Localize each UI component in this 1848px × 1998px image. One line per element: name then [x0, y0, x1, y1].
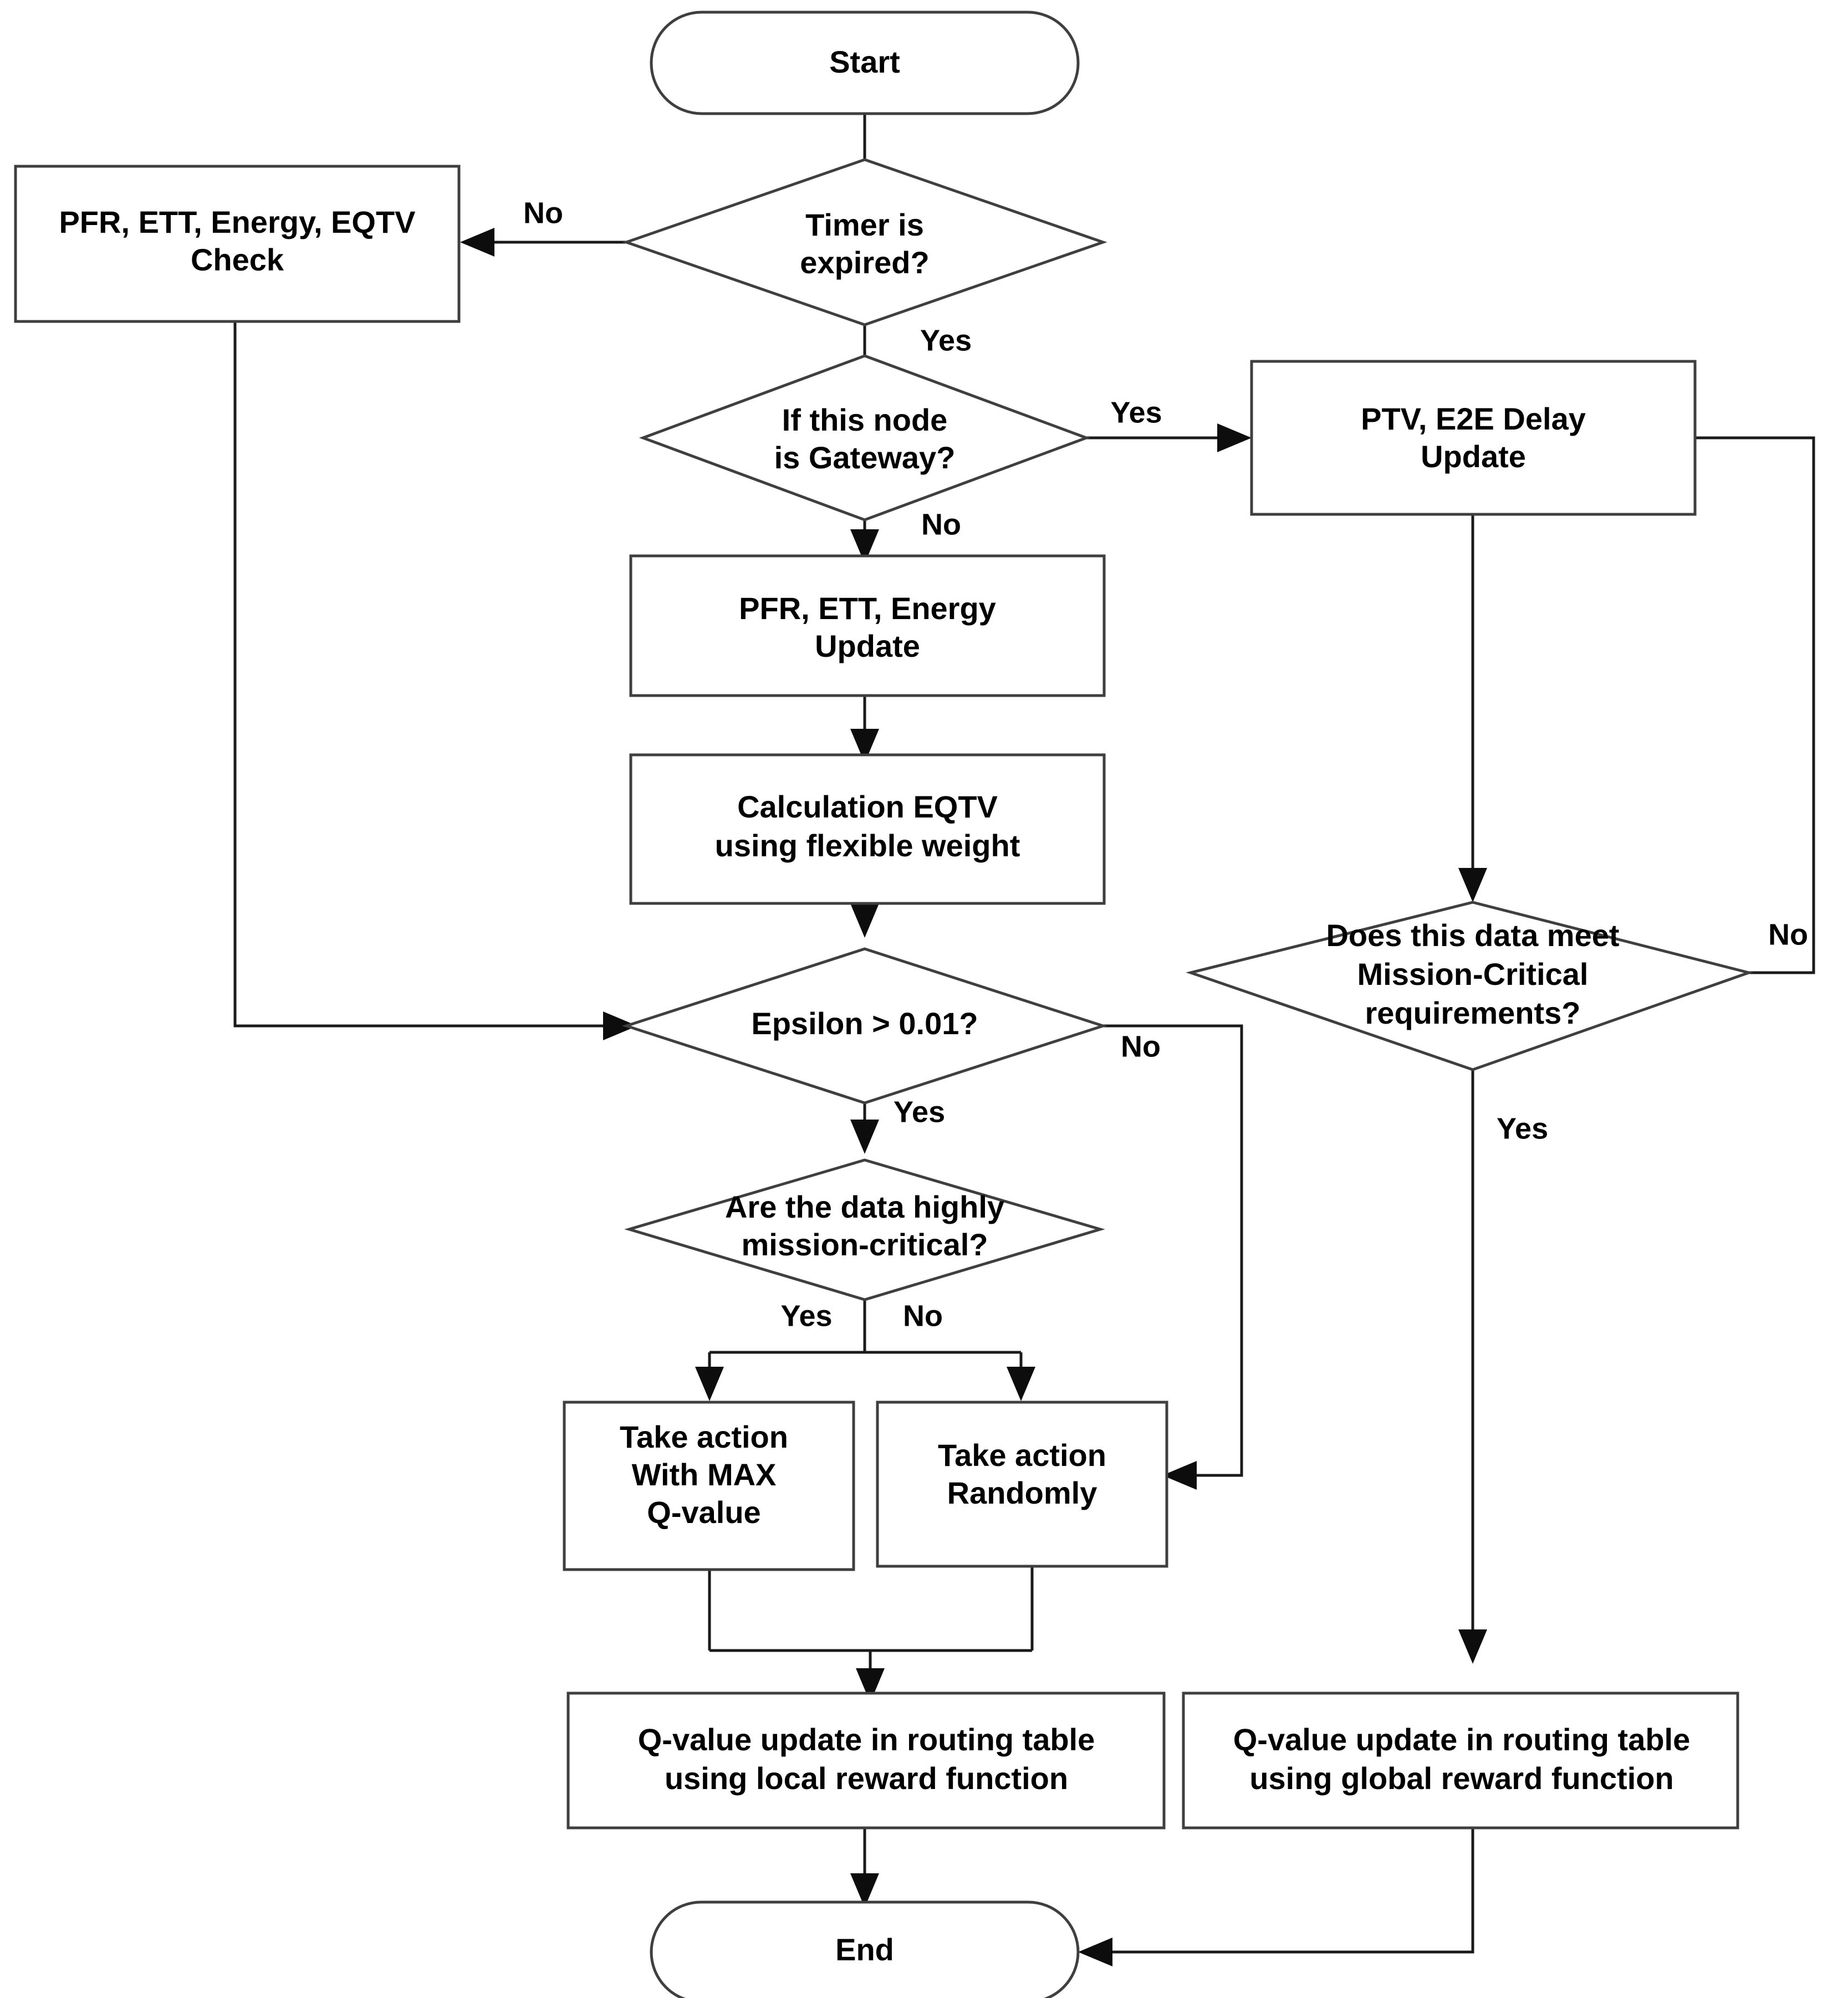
node-q-local[interactable] [566, 1692, 1166, 1830]
arrowhead-mcreq-yes [1458, 1629, 1487, 1664]
node-action-max-q-label-line3: Q-value [647, 1495, 760, 1530]
node-data-highly-mc-label-line2: mission-critical? [741, 1227, 988, 1262]
node-ptv-update[interactable] [1250, 360, 1697, 516]
arrowhead-qlocal-to-end [850, 1873, 879, 1908]
node-q-global-label-line2: using global reward function [1249, 1761, 1673, 1796]
node-ptv-update-label-line2: Update [1421, 439, 1526, 474]
node-mission-critical-req-label-line3: requirements? [1365, 995, 1581, 1030]
node-is-gateway[interactable] [639, 354, 1091, 522]
node-is-gateway-label-line1: If this node [782, 402, 948, 437]
node-mission-critical-req-label-line2: Mission-Critical [1357, 957, 1589, 992]
node-epsilon[interactable] [621, 947, 1108, 1105]
node-data-highly-mc-label-line1: Are the data highly [725, 1189, 1004, 1224]
arrowhead-highlymc-no [1007, 1367, 1035, 1401]
arrowhead-check-to-epsilon [603, 1011, 637, 1040]
arrowhead-highlymc-yes [695, 1367, 724, 1401]
node-is-gateway-label-line2: is Gateway? [774, 440, 956, 475]
node-pfr-update-label-line1: PFR, ETT, Energy [739, 591, 996, 626]
node-q-local-label-line2: using local reward function [665, 1761, 1068, 1796]
edge-check-to-epsilon [233, 321, 612, 1028]
edge-label-gateway-yes: Yes [1110, 396, 1162, 429]
edge-label-mcreq-no: No [1768, 918, 1808, 951]
node-mission-critical-req-label-line1: Does this data meet [1326, 918, 1619, 953]
arrowhead-qglobal-to-end [1078, 1938, 1112, 1966]
arrowhead-epsilon-yes [850, 1120, 879, 1154]
edge-qglobal-to-end [1103, 1828, 1474, 1954]
node-q-global-label-line1: Q-value update in routing table [1233, 1722, 1691, 1757]
node-action-random-label-line1: Take action [938, 1438, 1106, 1473]
edge-label-timer-no: No [523, 196, 563, 229]
node-pfr-update-label-line2: Update [815, 628, 920, 663]
node-timer-expired-label-line2: expired? [800, 245, 929, 280]
node-ptv-update-label-line1: PTV, E2E Delay [1361, 401, 1586, 436]
edge-mcreq-no-loop [1693, 436, 1815, 974]
node-start-label: Start [829, 44, 900, 79]
node-pfr-update[interactable] [629, 554, 1106, 697]
node-action-max-q[interactable] [563, 1401, 855, 1571]
arrowhead-ptv-to-mcreq [1458, 868, 1487, 902]
node-epsilon-label: Epsilon > 0.01? [751, 1006, 978, 1041]
node-mission-critical-req[interactable] [1186, 901, 1754, 1071]
node-end-label: End [835, 1932, 894, 1967]
edge-epsilon-no [1093, 1024, 1243, 1477]
node-action-max-q-label-line1: Take action [620, 1419, 788, 1454]
node-pfr-check-label-line2: Check [191, 242, 284, 277]
edge-label-mcreq-yes: Yes [1497, 1112, 1548, 1145]
edge-label-epsilon-no: No [1121, 1030, 1161, 1063]
node-timer-expired[interactable] [622, 158, 1107, 326]
node-calc-eqtv[interactable] [629, 753, 1106, 905]
node-pfr-check-label-line1: PFR, ETT, Energy, EQTV [59, 205, 415, 239]
arrowhead-merge-to-qlocal [856, 1668, 885, 1703]
edge-label-epsilon-yes: Yes [894, 1095, 945, 1128]
edge-label-highlymc-yes: Yes [780, 1299, 832, 1332]
node-calc-eqtv-label-line1: Calculation EQTV [737, 789, 998, 824]
arrowhead-timer-no [460, 228, 494, 257]
edge-label-timer-yes: Yes [920, 324, 972, 357]
node-end[interactable] [650, 1900, 1080, 1998]
edge-label-gateway-no: No [921, 508, 961, 541]
arrowhead-epsilon-no [1162, 1461, 1197, 1490]
edge-label-highlymc-no: No [903, 1299, 943, 1332]
node-q-global[interactable] [1182, 1692, 1739, 1830]
node-action-random[interactable] [876, 1401, 1168, 1568]
node-timer-expired-label-line1: Timer is [805, 207, 924, 242]
node-calc-eqtv-label-line2: using flexible weight [715, 828, 1020, 863]
arrowhead-gateway-no [850, 529, 879, 564]
arrowhead-gateway-yes [1217, 423, 1252, 452]
arrowhead-calceqtv-to-epsilon [850, 903, 879, 938]
node-action-max-q-label-line2: With MAX [632, 1457, 777, 1492]
node-pfr-check[interactable] [14, 165, 461, 323]
arrowhead-pfrupdate-to-calceqtv [850, 729, 879, 763]
node-data-highly-mc[interactable] [624, 1158, 1105, 1301]
node-action-random-label-line2: Randomly [947, 1475, 1097, 1510]
node-start[interactable] [650, 11, 1080, 115]
node-q-local-label-line1: Q-value update in routing table [638, 1722, 1095, 1757]
